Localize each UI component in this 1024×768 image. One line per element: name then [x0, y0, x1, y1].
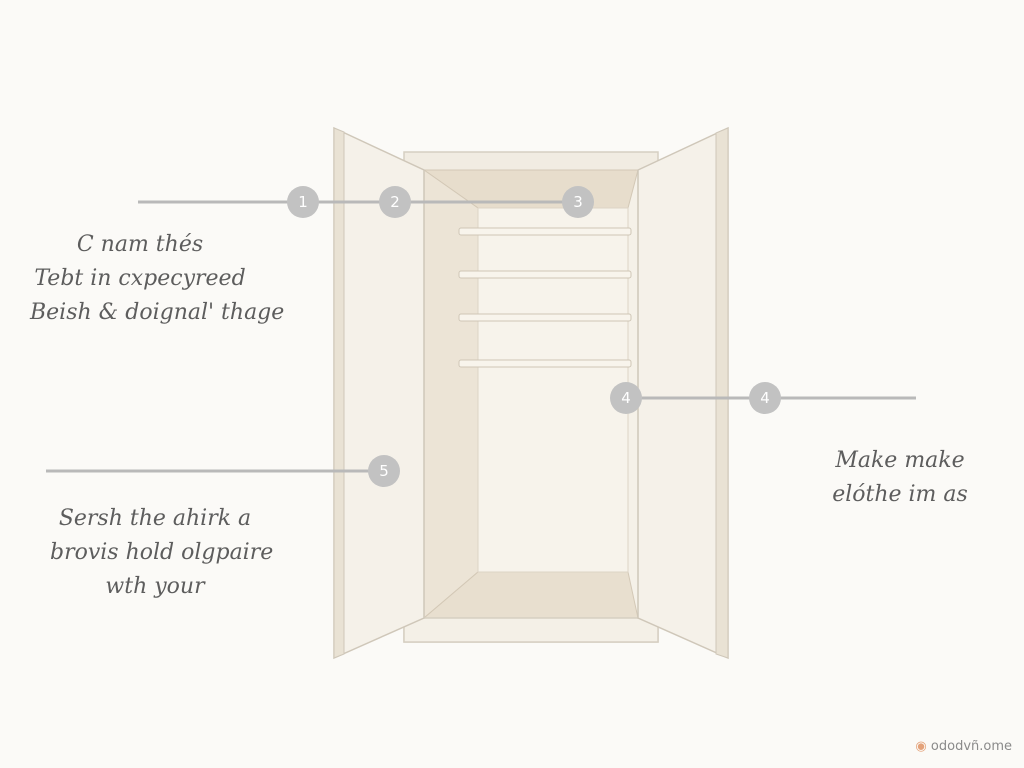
callout-line: Beish & doignal' thage — [30, 300, 285, 325]
callout-line: elóthe im as — [832, 482, 968, 507]
marker-2: 2 — [379, 186, 411, 218]
marker-1: 1 — [287, 186, 319, 218]
marker-3-label: 3 — [573, 193, 583, 211]
callout-line: brovis hold olgpaire — [50, 540, 274, 565]
left-door — [333, 126, 425, 660]
cabinet-inner-back — [477, 207, 629, 573]
watermark-text: ododvñ.ome — [930, 739, 1012, 754]
marker-4a-label: 4 — [621, 389, 631, 407]
marker-4a: 4 — [610, 382, 642, 414]
right-door — [637, 126, 729, 660]
marker-5-label: 5 — [379, 462, 389, 480]
marker-2-label: 2 — [390, 193, 400, 211]
watermark-logo-icon: ◉ — [915, 739, 927, 754]
callout-line: Sersh the ahirk a — [58, 506, 252, 531]
right-door-edge — [715, 127, 729, 659]
marker-4b-label: 4 — [760, 389, 770, 407]
watermark: ◉ ododvñ.ome — [915, 739, 1012, 754]
marker-1-label: 1 — [298, 193, 308, 211]
callout-text-upper-left: C nam thés Tebt in cxpecyreed Beish & do… — [30, 228, 285, 330]
callout-line: Tebt in cxpecyreed — [34, 266, 246, 291]
shelf — [458, 227, 632, 236]
marker-5: 5 — [368, 455, 400, 487]
shelf — [458, 313, 632, 322]
callout-text-lower-left: Sersh the ahirk a brovis hold olgpaire w… — [50, 502, 274, 604]
shelf — [458, 359, 632, 368]
shelf — [458, 270, 632, 279]
callout-text-right: Make make elóthe im as — [830, 444, 970, 512]
marker-4b: 4 — [749, 382, 781, 414]
cabinet-base — [403, 617, 659, 643]
marker-3: 3 — [562, 186, 594, 218]
callout-line: Make make — [835, 448, 965, 473]
cabinet-left-wall — [423, 169, 479, 620]
callout-line: wth your — [105, 574, 205, 599]
left-door-edge — [333, 127, 345, 659]
callout-line: C nam thés — [76, 232, 204, 257]
